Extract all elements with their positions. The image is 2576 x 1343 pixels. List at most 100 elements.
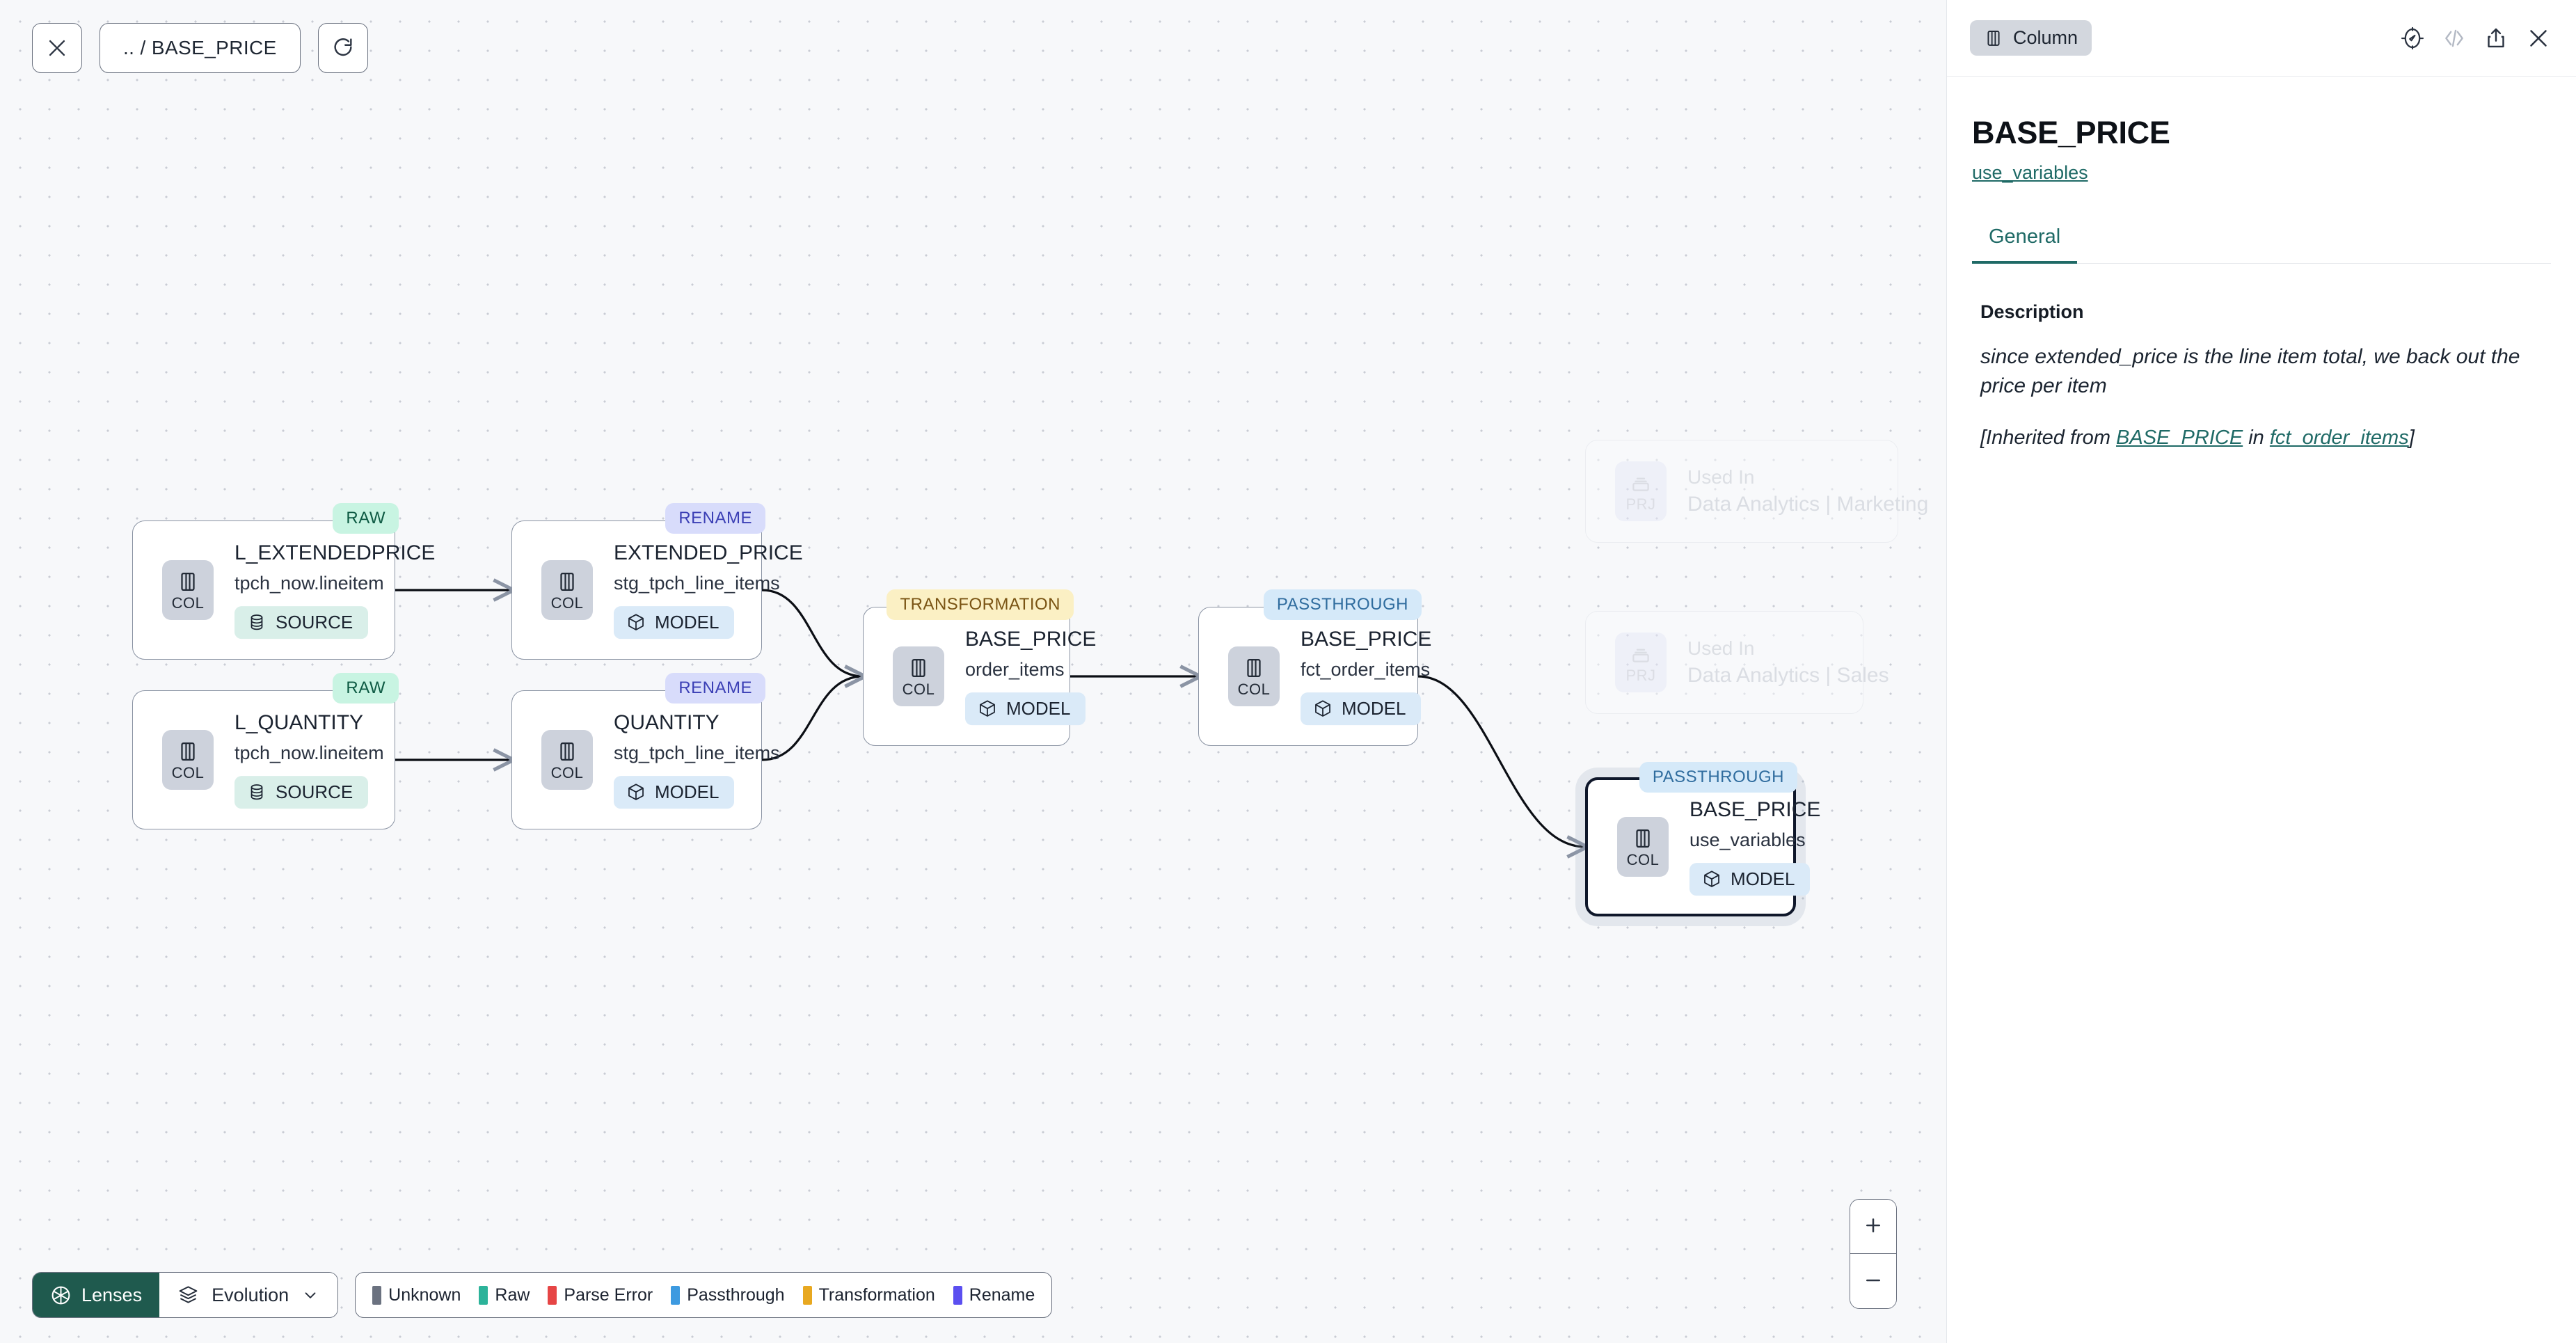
description-label: Description: [1980, 301, 2084, 322]
legend-item-unknown[interactable]: Unknown: [372, 1285, 461, 1305]
node-chip-model: MODEL: [614, 775, 735, 809]
model-link[interactable]: use_variables: [1972, 162, 2088, 183]
code-button[interactable]: [2442, 26, 2466, 50]
node-title: L_QUANTITY: [234, 711, 364, 735]
legend-label: Transformation: [818, 1285, 935, 1305]
used-in-label: Used In: [1687, 637, 1755, 659]
legend-swatch: [671, 1285, 681, 1305]
lineage-node-used-in-sales[interactable]: PRJ Used In Data Analytics | Sales: [1585, 611, 1889, 714]
node-tag-extended_price: RENAME: [665, 503, 765, 534]
node-subtitle: stg_tpch_line_items: [614, 742, 780, 763]
page-title: BASE_PRICE: [1972, 115, 2170, 150]
node-type-badge: PRJ: [1615, 633, 1667, 692]
lineage-node-l_extendedprice[interactable]: RAW COL L_EXTENDEDPRICE tpch_now.lineite…: [132, 503, 435, 660]
explore-button[interactable]: [2401, 26, 2424, 50]
node-subtitle: stg_tpch_line_items: [614, 572, 780, 594]
node-type-badge: COL: [1228, 646, 1280, 706]
legend-item-transformation[interactable]: Transformation: [802, 1285, 935, 1305]
column-icon: [181, 742, 195, 761]
node-type-badge: COL: [1617, 817, 1669, 877]
used-in-label: Used In: [1687, 466, 1755, 488]
node-body: EXTENDED_PRICE stg_tpch_line_items MODEL: [614, 541, 803, 639]
chevron-down-icon: [305, 1292, 316, 1298]
zoom-controls: [1850, 1199, 1897, 1309]
legend-item-rename[interactable]: Rename: [953, 1285, 1035, 1305]
node-chip-label: MODEL: [1006, 697, 1071, 719]
legend-label: Passthrough: [687, 1285, 785, 1305]
plus-icon: [1866, 1218, 1880, 1232]
column-icon: [181, 572, 195, 591]
node-body: BASE_PRICE use_variables MODEL: [1689, 798, 1820, 896]
inherited-suffix: ]: [2408, 426, 2415, 449]
node-body: QUANTITY stg_tpch_line_items MODEL: [614, 711, 780, 809]
lineage-node-extended_price[interactable]: RENAME COL EXTENDED_PRICE stg_tpch_line_…: [511, 503, 803, 660]
legend-item-passthrough[interactable]: Passthrough: [671, 1285, 785, 1305]
used-in-project: Data Analytics | Marketing: [1687, 492, 1929, 516]
node-chip-label: MODEL: [655, 781, 719, 802]
node-body: L_QUANTITY tpch_now.lineitem SOURCE: [234, 711, 384, 809]
panel-close-button[interactable]: [2526, 26, 2551, 51]
node-chip-model: MODEL: [614, 605, 735, 639]
close-button[interactable]: [32, 23, 82, 73]
aperture-icon: [51, 1286, 70, 1304]
lineage-node-used-in-marketing[interactable]: PRJ Used In Data Analytics | Marketing: [1585, 440, 1928, 543]
node-type-badge: COL: [541, 730, 593, 790]
evolution-dropdown[interactable]: Evolution: [159, 1273, 338, 1317]
node-subtitle: tpch_now.lineitem: [234, 572, 384, 594]
tab-general[interactable]: General: [1972, 225, 2078, 264]
column-icon: [560, 572, 574, 591]
refresh-button[interactable]: [317, 23, 368, 73]
legend-item-parse-error[interactable]: Parse Error: [548, 1285, 653, 1305]
column-icon: [1247, 658, 1261, 677]
node-chip-model: MODEL: [1301, 692, 1422, 725]
legend: Unknown Raw Parse Error Passthrough Tran…: [355, 1272, 1053, 1318]
node-type-label: COL: [550, 594, 584, 612]
node-tag-quantity: RENAME: [665, 673, 765, 704]
lineage-node-base_price_fct_order_items[interactable]: PASSTHROUGH COL BASE_PRICE fct_order_ite…: [1198, 589, 1431, 746]
zoom-out-button[interactable]: [1850, 1254, 1896, 1308]
node-body: L_EXTENDEDPRICE tpch_now.lineitem SOURCE: [234, 541, 435, 639]
zoom-in-button[interactable]: [1850, 1200, 1896, 1254]
legend-label: Rename: [969, 1285, 1035, 1305]
node-tag-l_extendedprice: RAW: [333, 503, 399, 534]
code-brackets-icon: [2445, 29, 2463, 47]
inherited-model-link[interactable]: fct_order_items: [2269, 426, 2409, 449]
inherited-column-link[interactable]: BASE_PRICE: [2116, 426, 2243, 449]
lineage-canvas[interactable]: .. / BASE_PRICE RAW COL L_EXTENDEDPRICE …: [0, 0, 1946, 1343]
node-title: BASE_PRICE: [1301, 628, 1432, 651]
share-button[interactable]: [2484, 26, 2508, 50]
column-icon: [912, 658, 925, 677]
kind-badge[interactable]: Column: [1970, 20, 2092, 56]
legend-item-raw[interactable]: Raw: [479, 1285, 530, 1305]
node-chip-source: SOURCE: [234, 605, 369, 639]
node-type-label: COL: [550, 763, 584, 781]
legend-label: Parse Error: [564, 1285, 653, 1305]
node-title: BASE_PRICE: [965, 628, 1097, 651]
compass-icon: [2401, 26, 2424, 49]
refresh-icon: [334, 38, 352, 56]
details-panel: Column: [1946, 0, 2576, 1343]
node-subtitle: order_items: [965, 658, 1065, 680]
canvas-toolbar: .. / BASE_PRICE: [32, 23, 368, 73]
description-text: since extended_price is the line item to…: [1980, 344, 2520, 398]
lineage-node-quantity[interactable]: RENAME COL QUANTITY stg_tpch_line_items …: [511, 673, 780, 829]
node-type-badge: COL: [541, 560, 593, 620]
node-tag-base_price_order_items: TRANSFORMATION: [887, 589, 1074, 620]
lenses-button[interactable]: Lenses: [33, 1273, 160, 1317]
bottom-toolbar: Lenses Evolution Unknown: [32, 1272, 1053, 1318]
column-icon: [560, 742, 574, 761]
inherited-middle: in: [2243, 426, 2270, 449]
used-in-project: Data Analytics | Sales: [1687, 663, 1889, 687]
cube-icon: [1704, 871, 1719, 888]
node-subtitle: fct_order_items: [1301, 658, 1431, 680]
lineage-node-l_quantity[interactable]: RAW COL L_QUANTITY tpch_now.lineitem SOU…: [132, 673, 399, 829]
lineage-node-base_price_use_variables[interactable]: PASSTHROUGH COL BASE_PRICE use_variables…: [1585, 762, 1820, 916]
close-icon: [2530, 29, 2547, 47]
node-type-badge: COL: [162, 730, 214, 790]
node-type-label: COL: [1237, 680, 1271, 698]
lineage-node-base_price_order_items[interactable]: TRANSFORMATION COL BASE_PRICE order_item…: [863, 589, 1096, 746]
legend-swatch: [479, 1285, 488, 1305]
breadcrumb[interactable]: .. / BASE_PRICE: [100, 23, 301, 73]
edge-layer: [395, 0, 1946, 1343]
panel-actions: [2401, 26, 2551, 51]
